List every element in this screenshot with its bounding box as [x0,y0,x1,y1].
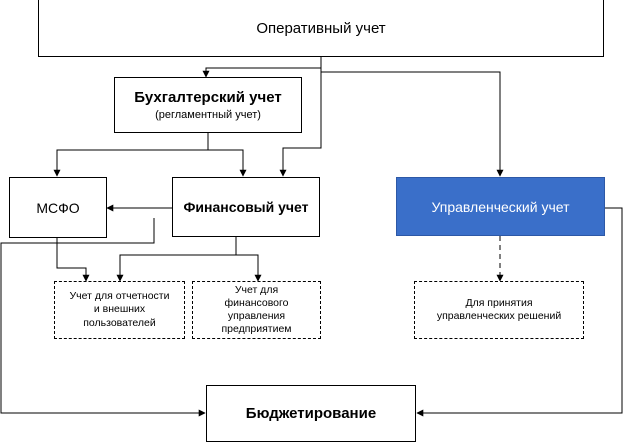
edge-financial-to-budgeting [0,218,206,417]
node-label: Оперативный учет [256,19,386,37]
node-label: Для принятия управленческих решений [436,296,562,322]
node-label: Бухгалтерский учет [134,89,282,106]
node-financial-management: Учет для финансового управления предприя… [192,281,321,339]
node-label: Управленческий учет [431,198,570,215]
node-financial-accounting: Финансовый учет [172,177,320,237]
node-label: Бюджетирование [245,405,377,422]
edge-accounting-to-financial [208,149,247,177]
node-budgeting: Бюджетирование [206,385,416,442]
edge-accounting-to-ifrs [53,133,209,177]
node-external-reporting: Учет для отчетности и внешних пользовате… [54,281,185,339]
edge-financial-to-finmgmt [236,254,262,282]
edge-management-to-budgeting [416,207,623,417]
node-label: Финансовый учет [183,199,309,215]
node-management-decisions: Для принятия управленческих решений [414,281,584,339]
edge-operational-to-financial [279,57,322,177]
edge-ifrs-to-external [56,238,90,282]
edge-operational-to-management [320,57,504,177]
node-management-accounting: Управленческий учет [396,177,605,236]
node-label: Учет для отчетности и внешних пользовате… [69,290,170,329]
node-operational-accounting: Оперативный учет [38,0,604,57]
edge-financial-to-external [116,237,237,282]
node-label: МСФО [36,199,80,216]
node-bookkeeping: Бухгалтерский учет (регламентный учет) [114,77,302,133]
node-ifrs: МСФО [9,177,107,238]
node-sublabel: (регламентный учет) [155,109,261,121]
node-label: Учет для финансового управления предприя… [221,283,292,336]
edge-operational-to-accounting [202,57,322,78]
